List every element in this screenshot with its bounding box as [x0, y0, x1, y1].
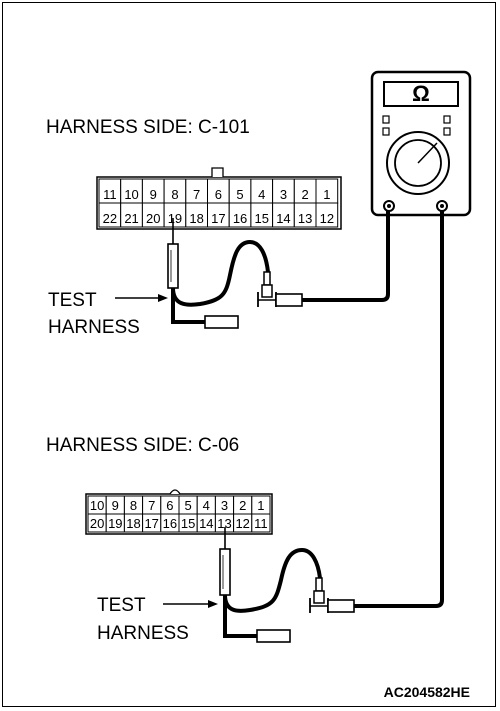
c06-pin-cell: [251, 513, 271, 533]
c06-pin-number: 9: [112, 498, 119, 513]
meter-lead-1: [302, 211, 390, 302]
c101-pin-number: 4: [258, 187, 265, 202]
arrow-icon: [163, 600, 218, 608]
connector-c06-label: HARNESS SIDE: C-06: [46, 435, 239, 456]
connector-c101-label: HARNESS SIDE: C-101: [46, 117, 250, 138]
c06-pin-number: 7: [148, 498, 155, 513]
c06-pin-number: 2: [239, 498, 246, 513]
c06-pin-number: 8: [130, 498, 137, 513]
c101-pin-number: 6: [215, 187, 222, 202]
figure-border: [2, 2, 496, 707]
c101-pin-number: 18: [189, 211, 203, 226]
c06-pin-number: 5: [184, 498, 191, 513]
c101-pin-number: 2: [302, 187, 309, 202]
c06-pin-number: 13: [217, 516, 231, 531]
c101-pin-number: 17: [211, 211, 225, 226]
c06-pin-number: 19: [108, 516, 122, 531]
figure-code: AC204582HE: [384, 684, 470, 700]
probe-c06: [219, 527, 355, 643]
c101-pin-number: 16: [233, 211, 247, 226]
c06-pin-number: 14: [199, 516, 213, 531]
test-harness-label-1b: HARNESS: [48, 317, 140, 338]
c101-pin-cell: [315, 202, 339, 228]
c101-pin-number: 13: [298, 211, 312, 226]
c06-pin-number: 18: [126, 516, 140, 531]
c101-pin-number: 19: [168, 211, 182, 226]
c06-pin-number: 20: [90, 516, 104, 531]
c101-pin-number: 14: [276, 211, 290, 226]
c06-pin-number: 11: [254, 516, 268, 531]
c101-pin-number: 11: [103, 187, 117, 202]
c101-pin-number: 12: [320, 211, 334, 226]
selector-dial-icon: [386, 131, 450, 195]
c06-pin-number: 6: [166, 498, 173, 513]
c06-pin-number: 12: [235, 516, 249, 531]
arrow-icon: [115, 294, 168, 302]
c101-pin-number: 7: [193, 187, 200, 202]
c06-pin-number: 10: [90, 498, 104, 513]
c101-pin-number: 8: [171, 187, 178, 202]
c06-pin-number: 16: [163, 516, 177, 531]
probe-c101: [167, 218, 303, 329]
ohm-symbol: Ω: [412, 81, 430, 106]
c101-pin-number: 20: [146, 211, 160, 226]
c101-pin-number: 3: [280, 187, 287, 202]
c06-pin-number: 1: [257, 498, 264, 513]
c101-pin-number: 9: [150, 187, 157, 202]
c06-pin-number: 17: [144, 516, 158, 531]
test-harness-label-2: TEST: [97, 595, 146, 616]
test-harness-label-1: TEST: [48, 290, 97, 311]
c101-pin-number: 5: [236, 187, 243, 202]
c06-pin-number: 4: [203, 498, 210, 513]
c101-pin-number: 15: [255, 211, 269, 226]
c101-pin-number: 10: [124, 187, 138, 202]
c101-pin-number: 1: [323, 187, 330, 202]
c06-pin-number: 3: [221, 498, 228, 513]
c06-pin-number: 15: [181, 516, 195, 531]
ohmmeter: Ω: [370, 70, 472, 217]
c101-pin-number: 21: [124, 211, 138, 226]
c101-pin-number: 22: [103, 211, 117, 226]
meter-lead-2: [354, 211, 444, 608]
test-harness-label-2b: HARNESS: [97, 623, 189, 644]
